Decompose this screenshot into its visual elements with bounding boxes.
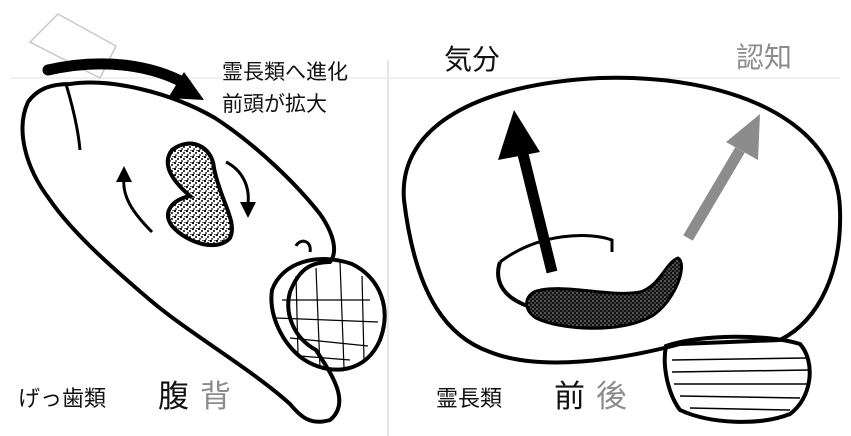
dorsal-label: 背	[200, 382, 231, 413]
right-rotation-arrow-head	[240, 202, 256, 218]
left-rotation-arrow	[124, 178, 152, 232]
cognition-label: 認知	[736, 44, 792, 72]
ventral-label: 腹	[158, 382, 189, 413]
rodent-brain-outline	[23, 83, 340, 422]
left-rotation-arrow-head	[116, 166, 132, 182]
evolution-label-line1: 霊長類へ進化	[222, 62, 348, 83]
primate-cerebellum	[665, 337, 810, 422]
cognition-arrow	[688, 150, 740, 238]
primate-inner-arc-top	[500, 235, 612, 262]
mood-arrow-head	[498, 110, 540, 160]
primate-species-label: 霊長類	[436, 389, 502, 411]
rodent-stippled-region	[168, 144, 232, 246]
evolution-label-line2: 前頭が拡大	[222, 94, 327, 115]
rodent-species-label: げっ歯類	[18, 389, 106, 411]
primate-brain-diagram	[404, 78, 840, 422]
anterior-label: 前	[554, 382, 585, 413]
right-rotation-arrow	[226, 162, 248, 204]
rodent-olfactory-line	[66, 84, 80, 150]
posterior-label: 後	[596, 382, 627, 413]
evolution-arrow	[48, 64, 186, 84]
mood-arrow	[522, 150, 552, 272]
mood-label: 気分	[444, 46, 500, 74]
